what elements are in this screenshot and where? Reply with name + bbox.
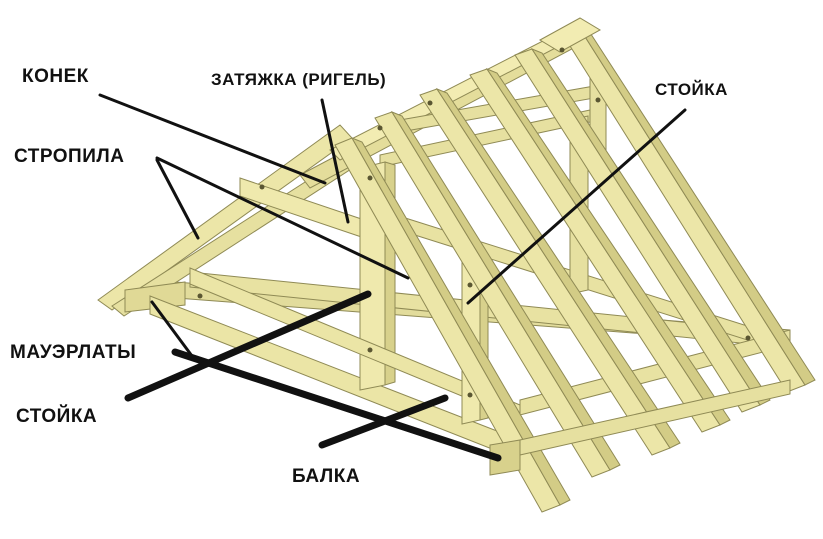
label-stropila: СТРОПИЛА bbox=[14, 146, 124, 167]
pointer-stropila-a bbox=[155, 158, 200, 240]
pointer-stropila-b bbox=[155, 156, 410, 280]
rafter-2-side bbox=[390, 110, 621, 471]
labels: КОНЕК ЗАТЯЖКА (РИГЕЛЬ) СТОЙКА СТРОПИЛА М… bbox=[10, 66, 728, 487]
label-stoyka-left: СТОЙКА bbox=[16, 405, 97, 427]
label-balka: БАЛКА bbox=[292, 466, 360, 487]
pointer-mauerlaty-b bbox=[171, 348, 502, 462]
bolts bbox=[197, 47, 751, 398]
roof-structure bbox=[97, 17, 816, 513]
label-mauerlaty: МАУЭРЛАТЫ bbox=[10, 342, 136, 363]
label-konek: КОНЕК bbox=[22, 66, 89, 87]
pointer-stoyka-right bbox=[466, 108, 687, 305]
pointer-balka bbox=[318, 394, 449, 449]
label-stoyka-right: СТОЙКА bbox=[655, 80, 728, 99]
rafter-5-side bbox=[530, 47, 771, 406]
pointer-stoyka-left bbox=[124, 290, 372, 402]
rafter-4-side bbox=[485, 67, 731, 426]
pointer-lines bbox=[98, 93, 687, 462]
label-zatyazhka: ЗАТЯЖКА (РИГЕЛЬ) bbox=[211, 70, 386, 89]
pointer-zatyazhka bbox=[320, 98, 350, 224]
rafter-set bbox=[334, 17, 816, 513]
pointer-mauerlaty-a bbox=[150, 300, 194, 358]
pointer-konek bbox=[98, 93, 327, 185]
ridge-cap bbox=[538, 17, 602, 53]
rafter-3-side bbox=[435, 87, 681, 449]
beam-end-block bbox=[489, 439, 521, 476]
rafter-1-side bbox=[350, 137, 571, 506]
